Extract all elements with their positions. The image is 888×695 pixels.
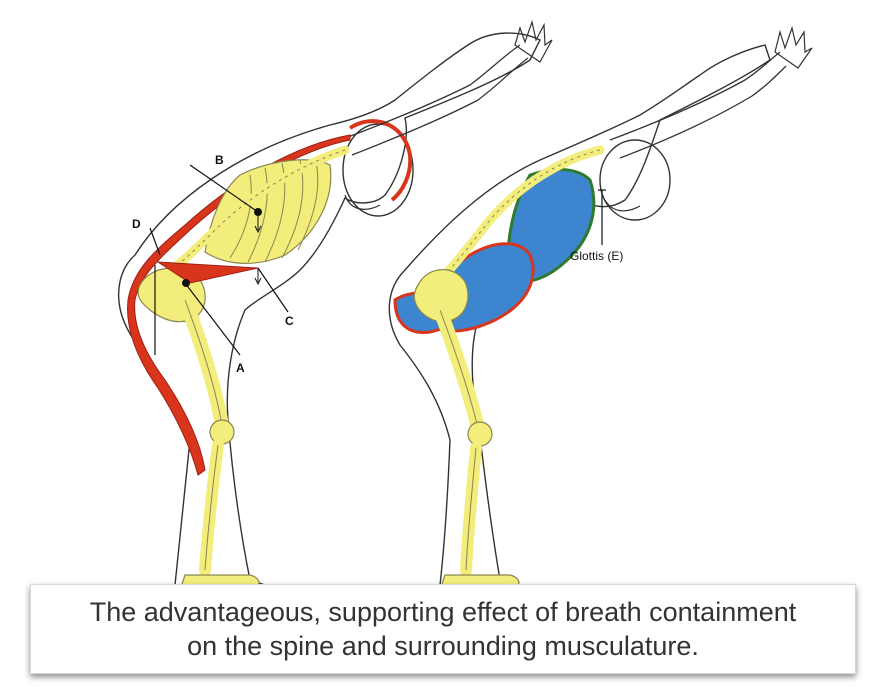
left-abdominal-triangle	[156, 261, 259, 284]
label-a: A	[236, 361, 245, 375]
left-knee	[209, 419, 235, 445]
right-body-outline	[388, 44, 771, 586]
right-hand	[774, 25, 813, 69]
left-arm-lower	[351, 57, 529, 156]
label-glottis: Glottis (E)	[570, 249, 623, 263]
left-figure: B D C A	[117, 19, 553, 591]
caption-line-2: on the spine and surrounding musculature…	[187, 631, 699, 661]
caption-box: The advantageous, supporting effect of b…	[30, 584, 856, 674]
right-pelvis	[413, 269, 469, 323]
left-face	[344, 194, 381, 210]
left-ribcage	[204, 159, 332, 264]
right-figure: Glottis (E)	[388, 25, 813, 591]
right-knee	[467, 421, 493, 447]
right-arm-lower	[619, 65, 787, 159]
left-femur	[178, 293, 229, 432]
left-hand	[514, 19, 553, 63]
label-c: C	[285, 314, 294, 328]
right-arm	[609, 51, 781, 141]
right-face	[604, 199, 641, 212]
left-scalp-muscle	[348, 119, 413, 202]
label-b: B	[215, 153, 224, 167]
left-back-muscle	[127, 134, 351, 476]
left-marker-a	[182, 279, 190, 287]
left-head	[342, 123, 414, 217]
right-head	[599, 139, 671, 221]
left-arm	[339, 44, 521, 141]
label-d: D	[132, 217, 141, 231]
caption-line-1: The advantageous, supporting effect of b…	[89, 597, 797, 627]
